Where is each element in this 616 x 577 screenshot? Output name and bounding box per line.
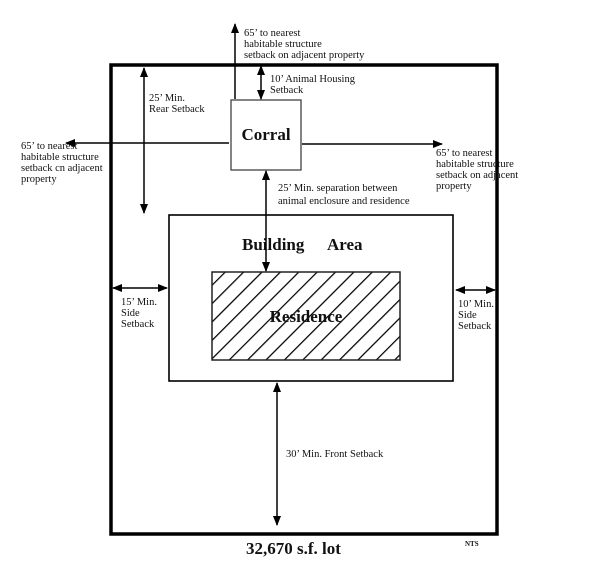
building-area-box <box>168 214 454 382</box>
top-65-label: 65’ to nearest habitable structure setba… <box>244 28 365 61</box>
animal-housing-label: 10’ Animal Housing Setback <box>270 74 358 96</box>
building-area-label-left: Building <box>242 235 305 254</box>
building-area-label-right: Area <box>327 235 363 254</box>
lot-size-label: 32,670 s.f. lot <box>246 539 341 558</box>
nts-label: NTS <box>465 540 479 548</box>
rear-setback-label: 25’ Min. Rear Setback <box>149 93 205 115</box>
separation-label: 25’ Min. separation between animal enclo… <box>278 183 410 207</box>
side-right-label: 10’ Min. Side Setback <box>458 299 497 332</box>
residence-hatched-box <box>211 271 401 361</box>
left-65-label: 65’ to nearest habitable structure setba… <box>21 141 105 185</box>
side-left-label: 15’ Min. Side Setback <box>121 297 160 330</box>
right-65-label: 65’ to nearest habitable structure setba… <box>436 148 521 192</box>
corral-label: Corral <box>241 125 290 144</box>
lot-boundary <box>109 63 499 536</box>
residence-label: Residence <box>270 307 343 326</box>
front-setback-label: 30’ Min. Front Setback <box>286 449 384 460</box>
